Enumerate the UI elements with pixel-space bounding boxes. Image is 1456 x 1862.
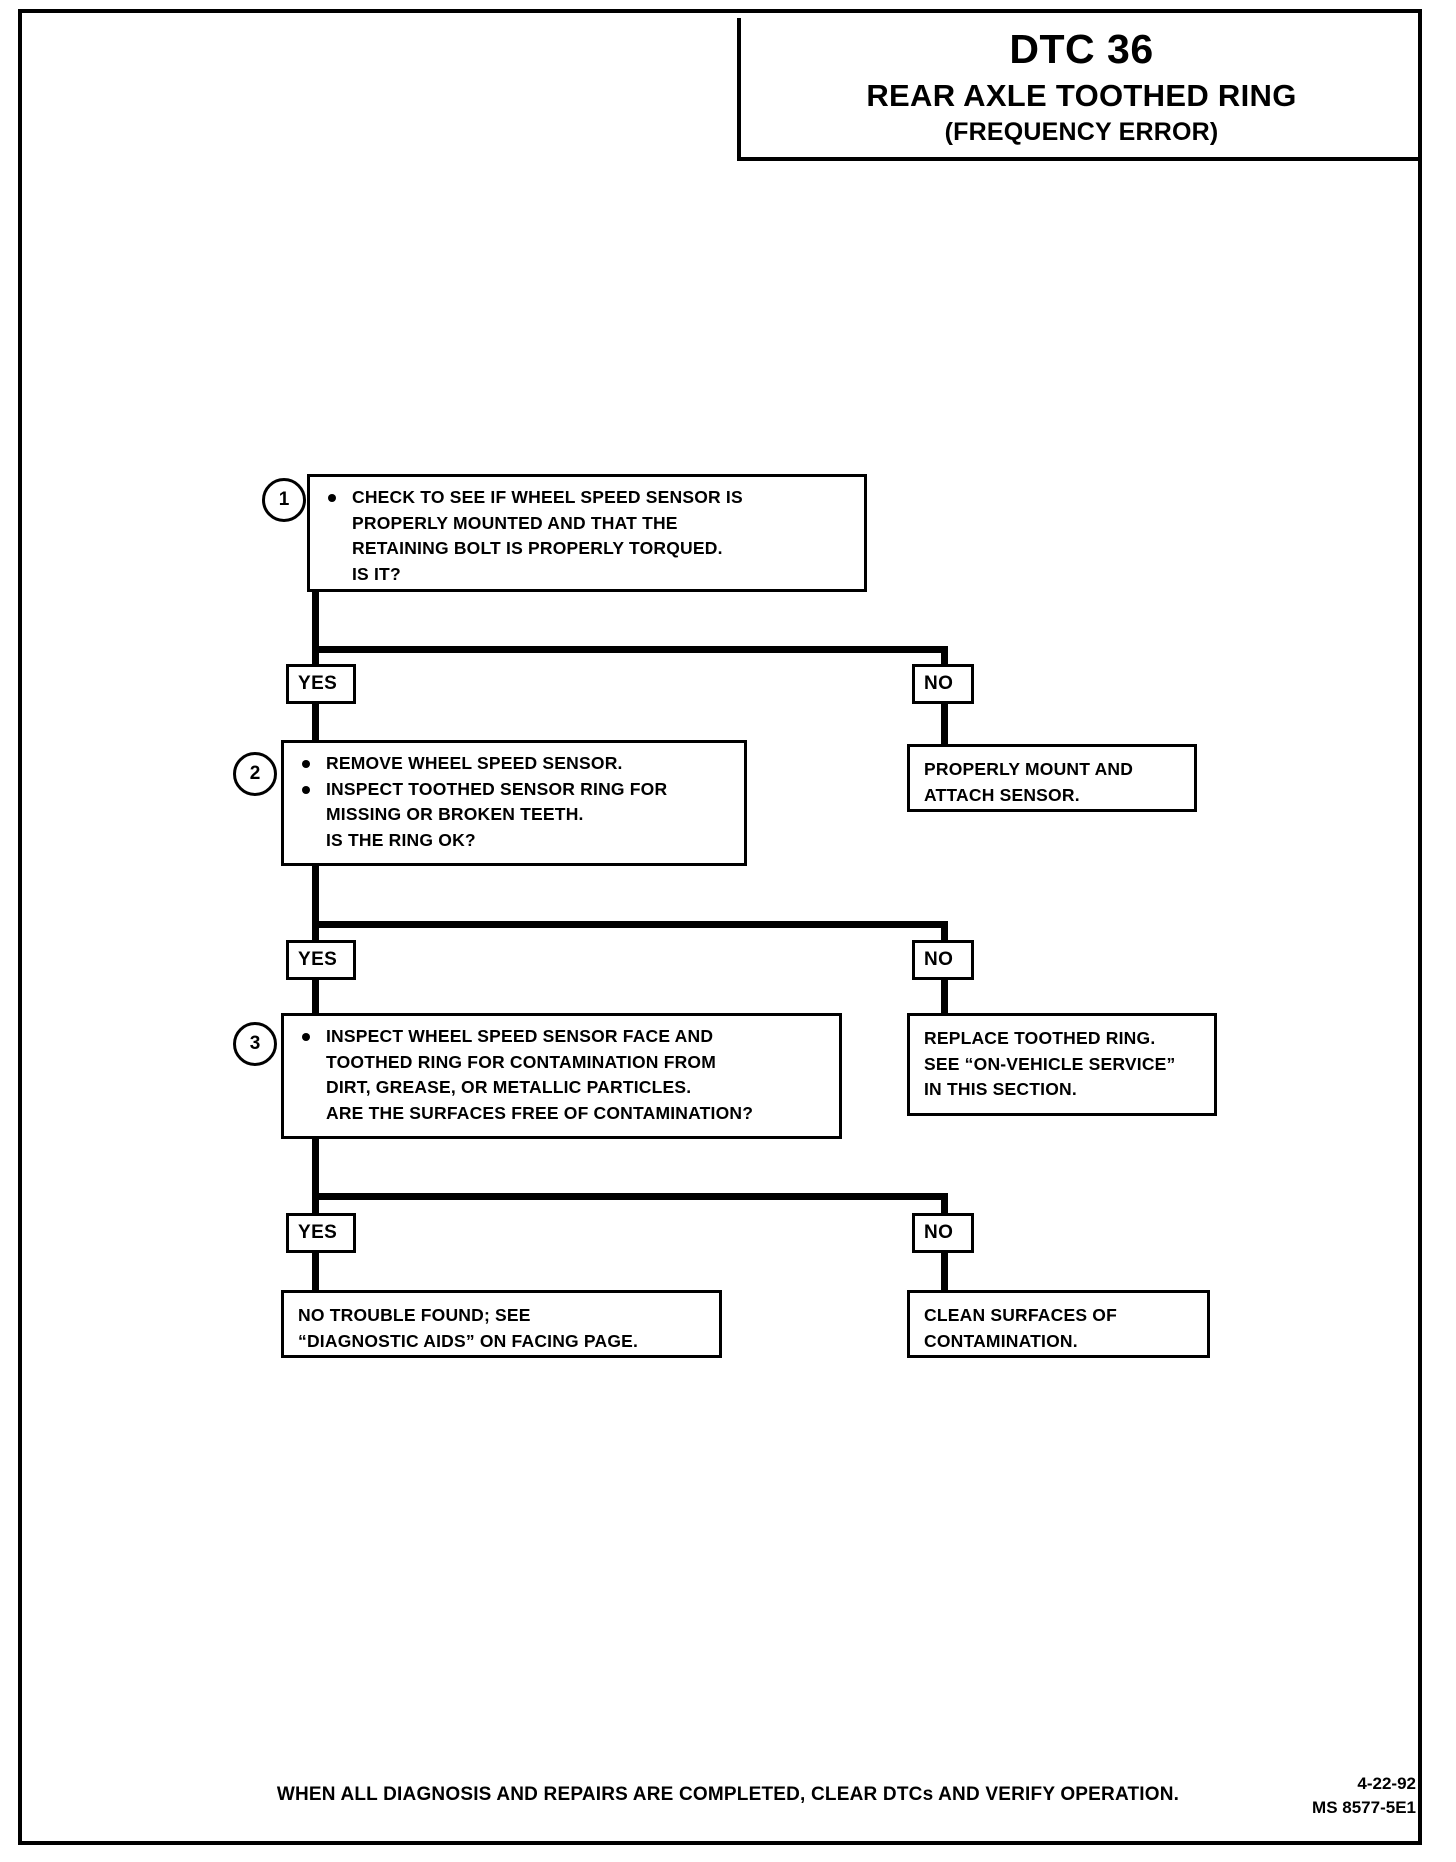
step-box-2: REMOVE WHEEL SPEED SENSOR. INSPECT TOOTH… — [281, 740, 747, 866]
step-3-line-3: DIRT, GREASE, OR METALLIC PARTICLES. — [326, 1077, 692, 1097]
step-2-line-2: INSPECT TOOTHED SENSOR RING FOR — [284, 777, 744, 803]
branch-tag-no-1[interactable]: NO — [912, 664, 974, 704]
page-border — [18, 9, 1422, 1845]
outcome-box-no-3: CLEAN SURFACES OF CONTAMINATION. — [907, 1290, 1210, 1358]
step-2-line-3: MISSING OR BROKEN TEETH. — [326, 804, 584, 824]
header-subject: REAR AXLE TOOTHED RING — [866, 78, 1297, 113]
connector-step3-down — [312, 1137, 319, 1217]
outcome-yes-3-line-2: “DIAGNOSTIC AIDS” ON FACING PAGE. — [298, 1330, 639, 1351]
branch-tag-yes-1[interactable]: YES — [286, 664, 356, 704]
connector-no3-to-box — [941, 1251, 948, 1291]
step-1-line-1: CHECK TO SEE IF WHEEL SPEED SENSOR IS — [310, 485, 864, 511]
step-1-line-4: IS IT? — [352, 563, 401, 584]
step-box-3: INSPECT WHEEL SPEED SENSOR FACE AND TOOT… — [281, 1013, 842, 1139]
connector-step1-horizontal — [312, 646, 948, 653]
connector-step1-no-down — [941, 646, 948, 678]
outcome-no-3-line-1: CLEAN SURFACES OF — [924, 1305, 1117, 1325]
header-title-block: DTC 36 REAR AXLE TOOTHED RING (FREQUENCY… — [737, 18, 1422, 161]
connector-no1-to-box — [941, 702, 948, 746]
connector-no2-to-box — [941, 978, 948, 1014]
branch-tag-yes-2[interactable]: YES — [286, 940, 356, 980]
outcome-no-1-line-2: ATTACH SENSOR. — [924, 784, 1080, 805]
connector-step2-horizontal — [312, 921, 948, 928]
connector-step3-horizontal — [312, 1193, 948, 1200]
header-error-type: (FREQUENCY ERROR) — [944, 118, 1219, 146]
branch-tag-no-2[interactable]: NO — [912, 940, 974, 980]
outcome-no-1-line-1: PROPERLY MOUNT AND — [924, 759, 1134, 779]
step-box-1: CHECK TO SEE IF WHEEL SPEED SENSOR IS PR… — [307, 474, 867, 592]
connector-step2-down — [312, 864, 319, 944]
step-number-3: 3 — [233, 1022, 277, 1066]
step-2-line-4: IS THE RING OK? — [326, 829, 476, 850]
footer-document-info: 4-22-92 MS 8577-5E1 — [1312, 1772, 1416, 1820]
page-title: DTC 36 — [1009, 26, 1154, 72]
connector-yes3-to-box — [312, 1251, 319, 1291]
branch-tag-yes-3[interactable]: YES — [286, 1213, 356, 1253]
branch-tag-no-3[interactable]: NO — [912, 1213, 974, 1253]
footer-doc-code: MS 8577-5E1 — [1312, 1798, 1416, 1817]
step-2-line-1: REMOVE WHEEL SPEED SENSOR. — [284, 751, 744, 777]
footer-note: WHEN ALL DIAGNOSIS AND REPAIRS ARE COMPL… — [276, 1784, 1180, 1805]
outcome-no-3-line-2: CONTAMINATION. — [924, 1330, 1078, 1351]
step-3-line-1: INSPECT WHEEL SPEED SENSOR FACE AND — [284, 1024, 839, 1050]
connector-step1-down — [312, 590, 319, 670]
step-1-line-2: PROPERLY MOUNTED AND THAT THE — [352, 512, 678, 533]
step-3-line-4: ARE THE SURFACES FREE OF CONTAMINATION? — [326, 1102, 754, 1123]
outcome-box-no-1: PROPERLY MOUNT AND ATTACH SENSOR. — [907, 744, 1197, 812]
connector-step3-no-down — [941, 1193, 948, 1221]
connector-yes2-to-step3 — [312, 978, 319, 1014]
footer-date: 4-22-92 — [1357, 1774, 1416, 1793]
outcome-box-no-2: REPLACE TOOTHED RING. SEE “ON-VEHICLE SE… — [907, 1013, 1217, 1116]
step-3-line-2: TOOTHED RING FOR CONTAMINATION FROM — [326, 1051, 717, 1072]
outcome-no-2-line-3: IN THIS SECTION. — [924, 1079, 1077, 1099]
bullet-icon — [302, 760, 310, 768]
outcome-no-2-line-2: SEE “ON-VEHICLE SERVICE” — [924, 1053, 1176, 1074]
connector-step2-no-down — [941, 921, 948, 949]
step-1-line-3: RETAINING BOLT IS PROPERLY TORQUED. — [352, 538, 723, 558]
connector-yes1-to-step2 — [312, 702, 319, 744]
bullet-icon — [302, 1033, 310, 1041]
outcome-box-yes-3: NO TROUBLE FOUND; SEE “DIAGNOSTIC AIDS” … — [281, 1290, 722, 1358]
step-number-1: 1 — [262, 478, 306, 522]
bullet-icon — [302, 785, 310, 794]
bullet-icon — [328, 494, 336, 502]
step-number-2: 2 — [233, 752, 277, 796]
outcome-no-2-line-1: REPLACE TOOTHED RING. — [924, 1028, 1156, 1048]
outcome-yes-3-line-1: NO TROUBLE FOUND; SEE — [298, 1305, 531, 1325]
